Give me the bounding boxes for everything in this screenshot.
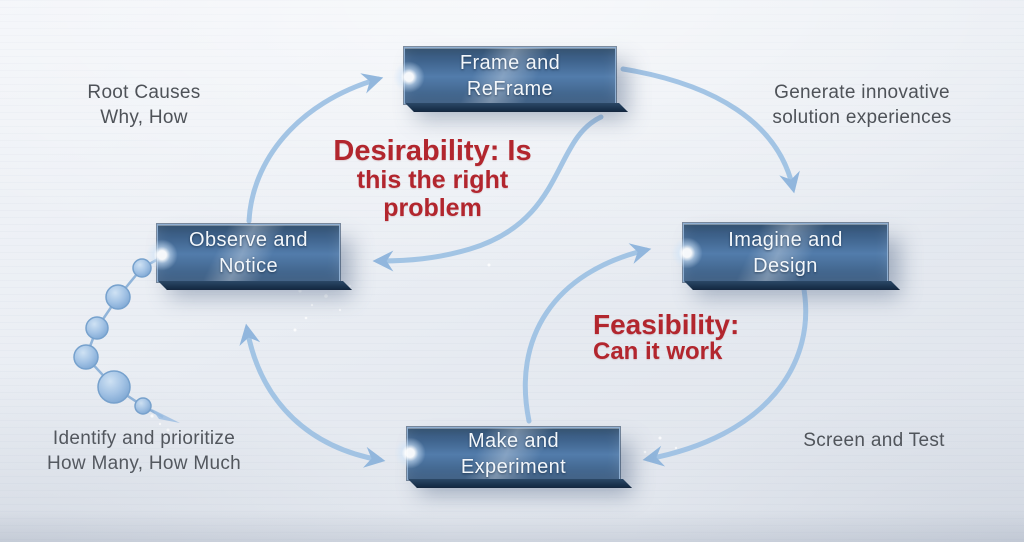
node-label-line: Imagine and [728,228,843,251]
arrow-observe-to-frame [246,73,384,224]
generate-note: Generate innovative solution experiences [750,80,974,130]
desirability-line2: this the right [356,166,509,195]
bubble-chain [73,256,180,423]
desirability-question: Desirability: Is this the right problem [295,135,570,223]
arrow-make-to-imagine-inner [522,243,652,424]
node-label-line: Design [753,254,818,277]
feasibility-question: Feasibility: Can it work [593,310,793,366]
desirability-line3: problem [383,194,482,223]
node-label-line: Experiment [460,455,567,478]
root-causes-note: Root Causes Why, How [38,80,250,130]
node-label-line: Notice [218,255,279,277]
node-observe-and-notice: Observe and Notice [157,224,340,282]
note-line: Generate innovative [774,82,950,103]
note-line: solution experiences [772,107,952,129]
note-line: Identify and prioritize [52,428,236,449]
note-line: Screen and Test [803,430,945,451]
arrow-frame-to-observe-inner [372,114,604,272]
node-imagine-and-design: Imagine and Design [683,223,888,282]
arrow-imagine-to-make [642,281,809,467]
arrow-frame-to-imagine [620,66,800,194]
note-line: How Many, How Much [46,453,242,475]
feasibility-line1: Feasibility: [593,309,740,340]
note-line: Why, How [100,107,188,129]
feasibility-line2: Can it work [593,338,723,366]
node-label-line: Frame and [459,51,561,74]
arrow-observe-make-bidirectional [239,323,386,468]
node-label-line: ReFrame [466,77,554,100]
screen-and-test-note: Screen and Test [768,428,980,453]
node-frame-and-reframe: Frame and ReFrame [404,47,616,104]
node-label-line: Observe and [189,229,308,251]
sparkles [150,263,678,454]
identify-note: Identify and prioritize How Many, How Mu… [22,426,266,476]
note-line: Root Causes [87,82,201,103]
node-label-line: Make and [467,429,560,452]
desirability-line1: Desirability: Is [333,135,532,167]
node-make-and-experiment: Make and Experiment [407,427,620,480]
bubble-trail-arrow [152,409,180,423]
